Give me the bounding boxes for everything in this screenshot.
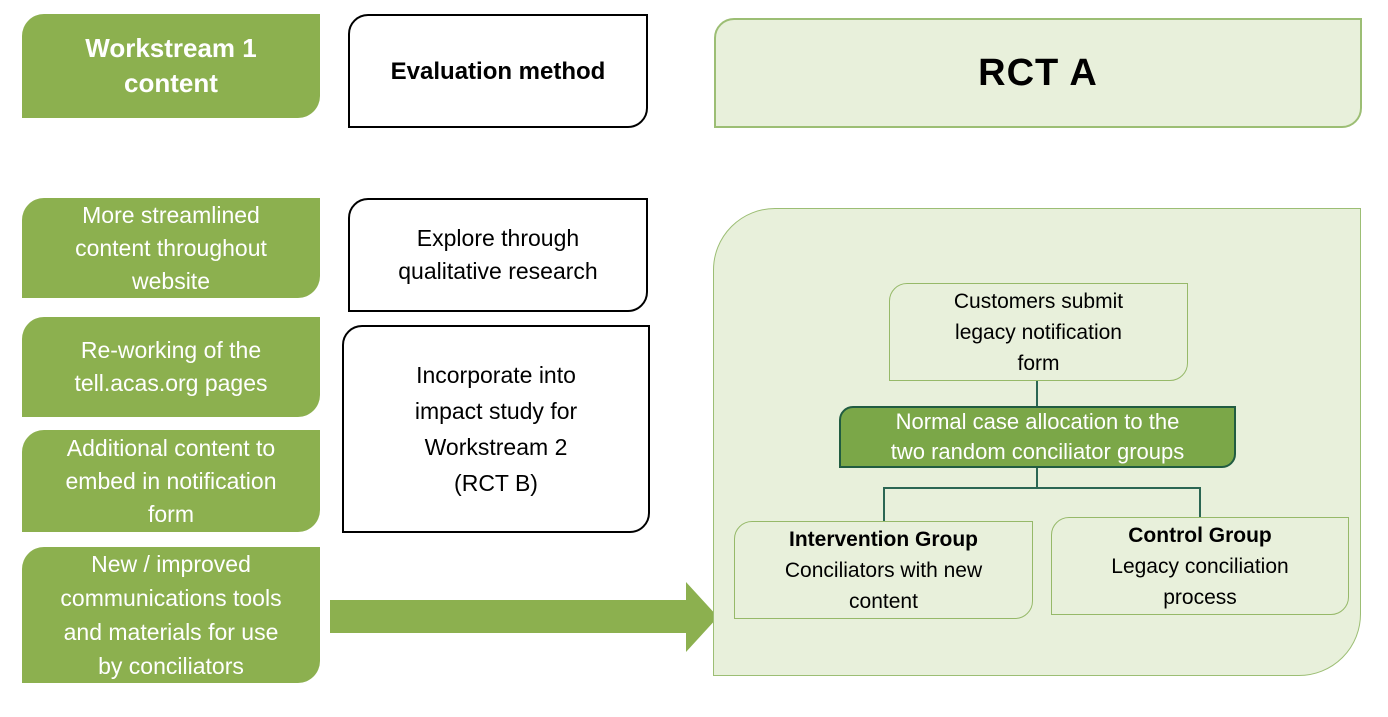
connector-line	[1036, 381, 1038, 407]
rct-a-title-box: RCT A	[714, 18, 1362, 128]
flow-step-customers-submit: Customers submit legacy notification for…	[889, 283, 1188, 381]
workstream-item-new-tools: New / improved communications tools and …	[22, 547, 320, 683]
branch-intervention-group: Intervention Group Conciliators with new…	[734, 521, 1033, 619]
connector-line	[1199, 487, 1201, 517]
branch-subtitle: Legacy conciliation process	[1111, 554, 1289, 609]
connector-line	[883, 487, 885, 521]
workstream-item-additional-content: Additional content to embed in notificat…	[22, 430, 320, 532]
branch-title: Intervention Group	[789, 527, 978, 551]
connector-line	[1036, 468, 1038, 489]
branch-control-group: Control Group Legacy conciliation proces…	[1051, 517, 1349, 615]
workstream-item-reworking-pages: Re-working of the tell.acas.org pages	[22, 317, 320, 417]
rct-a-panel: Customers submit legacy notification for…	[713, 208, 1361, 676]
branch-subtitle: Conciliators with new content	[784, 558, 983, 613]
branch-title: Control Group	[1128, 523, 1272, 547]
workstream-item-streamlined-content: More streamlined content throughout webs…	[22, 198, 320, 298]
flow-step-case-allocation: Normal case allocation to the two random…	[839, 406, 1236, 468]
evaluation-item-qualitative: Explore through qualitative research	[348, 198, 648, 312]
flow-arrow	[330, 582, 718, 652]
connector-line	[883, 487, 1201, 489]
workstream-header-box: Workstream 1 content	[22, 14, 320, 118]
evaluation-item-impact-study: Incorporate into impact study for Workst…	[342, 325, 650, 533]
evaluation-method-header-box: Evaluation method	[348, 14, 648, 128]
